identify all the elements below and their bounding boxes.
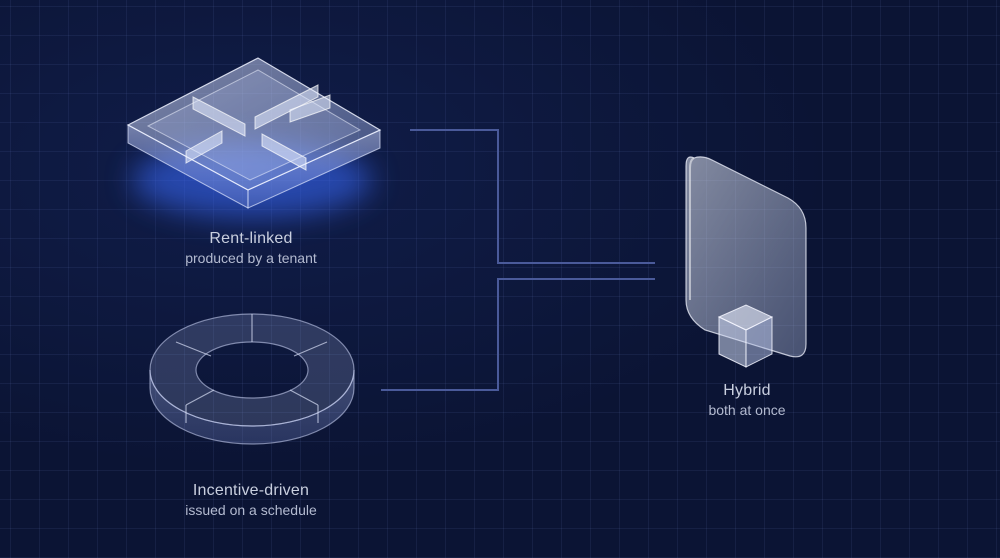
connector-incentive-to-hybrid — [381, 278, 655, 391]
connector-rent-to-hybrid — [410, 129, 655, 264]
node-title: Incentive-driven — [192, 482, 310, 499]
glass-floorplan-icon — [126, 57, 382, 218]
node-rent-linked: Rent-linked produced by a tenant — [185, 229, 317, 267]
node-subtitle: produced by a tenant — [185, 250, 317, 266]
glass-panel-with-cube-icon — [685, 156, 807, 368]
node-hybrid: Hybrid both at once — [708, 381, 785, 419]
connector-lines — [381, 129, 655, 391]
node-subtitle: issued on a schedule — [185, 502, 317, 518]
node-title: Rent-linked — [209, 230, 293, 247]
node-title: Hybrid — [723, 382, 771, 399]
segmented-ring-icon — [149, 313, 355, 445]
node-subtitle: both at once — [708, 402, 786, 418]
node-incentive-driven: Incentive-driven issued on a schedule — [185, 481, 317, 519]
